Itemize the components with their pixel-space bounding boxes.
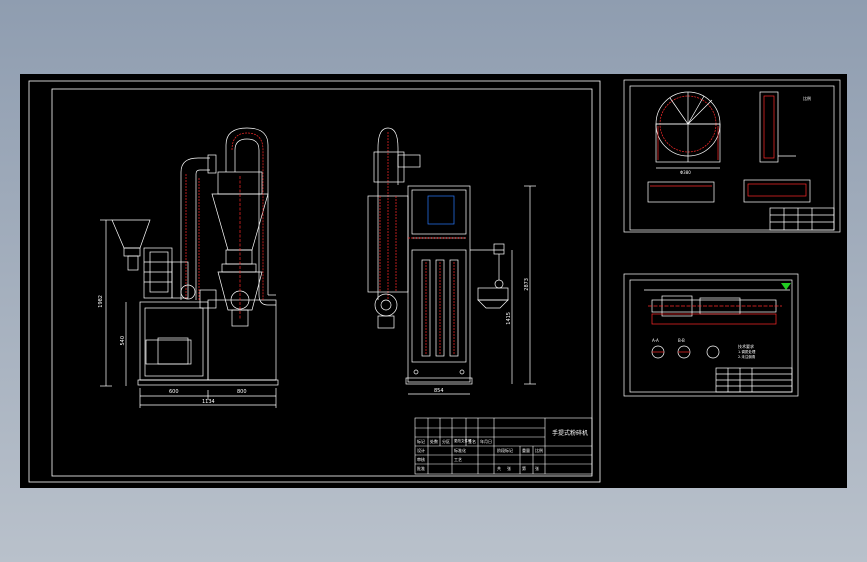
sheet-3 xyxy=(623,273,799,397)
title-cell: 更改文件号 xyxy=(454,439,472,443)
title-cell: 标记 xyxy=(417,439,425,444)
sheet-3-tech-note: 2.未注倒角 xyxy=(738,355,756,359)
main-sheet-outer-border xyxy=(28,80,601,483)
side-view xyxy=(367,127,536,395)
title-drawing-name: 手提式粉碎机 xyxy=(552,430,589,437)
sheet-3-note-label: 技术要求 xyxy=(738,344,754,349)
dim-width-total: 1134 xyxy=(202,399,215,405)
sheet-3-section-label: B-B xyxy=(678,338,685,343)
dim-width-base: 854 xyxy=(434,388,444,394)
title-cell: 处数 xyxy=(430,439,438,444)
title-cell: 张 xyxy=(535,466,539,471)
sheet-3-tech-note: 1.调质处理 xyxy=(738,350,756,354)
title-cell: 共 xyxy=(497,466,501,471)
sheet-2-scale-label: 比例 xyxy=(803,96,811,101)
title-cell: 第 xyxy=(522,466,526,471)
dim-height-inner: 1415 xyxy=(506,312,512,325)
main-sheet-inner-border xyxy=(51,88,593,477)
dim-width-right: 800 xyxy=(237,389,247,395)
sheet-2 xyxy=(623,79,841,233)
title-cell: 标准化 xyxy=(454,448,466,453)
sheet-3-border xyxy=(623,273,799,397)
title-cell: 张 xyxy=(507,466,511,471)
title-cell: 审核 xyxy=(417,457,425,462)
roughness-flag-icon xyxy=(781,283,791,290)
dim-height-base: 540 xyxy=(120,336,126,346)
title-cell: 分区 xyxy=(442,439,450,444)
title-cell: 工艺 xyxy=(454,457,462,462)
dim-height-right: 2873 xyxy=(524,278,530,291)
model-space xyxy=(20,74,847,488)
title-cell: 比例 xyxy=(535,448,543,453)
title-cell: 签名 xyxy=(468,439,476,444)
front-view xyxy=(100,127,279,408)
sheet-2-border xyxy=(623,79,841,233)
main-title-block xyxy=(414,417,593,475)
dim-height-overall: 1982 xyxy=(98,295,104,308)
title-cell: 阶段标记 xyxy=(497,448,513,453)
title-cell: 年月日 xyxy=(480,439,492,444)
title-cell: 批准 xyxy=(417,466,425,471)
title-cell: 重量 xyxy=(522,448,530,453)
sheet-3-section-label: A-A xyxy=(652,338,659,343)
main-sheet xyxy=(28,80,601,483)
title-cell: 设计 xyxy=(417,448,425,453)
sheet-2-dim: Φ380 xyxy=(680,170,691,175)
dim-width-left: 600 xyxy=(169,389,179,395)
